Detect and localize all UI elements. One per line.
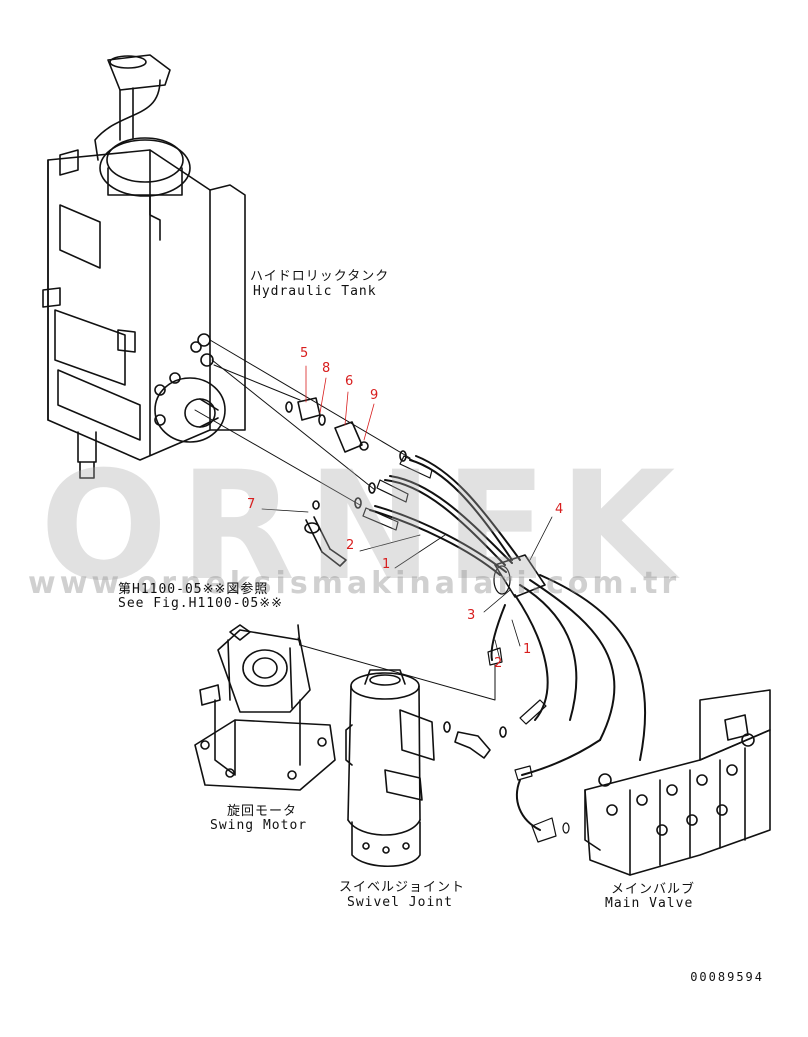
hose-bundle — [362, 455, 647, 843]
callout-7: 7 — [247, 497, 256, 512]
callout-1b: 1 — [523, 642, 532, 657]
swivel-joint — [345, 669, 507, 868]
main-valve — [584, 689, 771, 876]
swivel-joint-label-jp: スイベルジョイント — [339, 880, 466, 895]
tank-leader-lines — [194, 339, 411, 506]
see-fig-label-en: See Fig.H1100-05※※ — [118, 596, 284, 611]
callout-9: 9 — [370, 388, 379, 403]
document-number: 00089594 — [690, 970, 764, 984]
callout-6: 6 — [345, 374, 354, 389]
see-fig-label-jp: 第H1100-05※※図参照 — [118, 582, 269, 597]
fittings — [285, 365, 407, 510]
callout-4: 4 — [555, 502, 564, 517]
main-valve-label-jp: メインバルブ — [611, 882, 696, 897]
callout-5: 5 — [300, 346, 309, 361]
callout-3: 3 — [467, 608, 476, 623]
hydraulic-tank-label-jp: ハイドロリックタンク — [250, 269, 390, 284]
swing-motor-label-jp: 旋回モータ — [227, 804, 298, 819]
callout-leaders — [261, 508, 553, 661]
callout-2a: 2 — [346, 538, 355, 553]
callout-8: 8 — [322, 361, 331, 376]
swivel-joint-label-en: Swivel Joint — [347, 895, 453, 910]
swing-motor — [194, 624, 336, 791]
swing-motor-label-en: Swing Motor — [210, 818, 308, 833]
main-valve-label-en: Main Valve — [605, 896, 694, 911]
hydraulic-tank-label-en: Hydraulic Tank — [253, 284, 377, 299]
callout-1a: 1 — [382, 557, 391, 572]
callout-2b: 2 — [494, 656, 503, 671]
hydraulic-tank — [42, 54, 246, 479]
